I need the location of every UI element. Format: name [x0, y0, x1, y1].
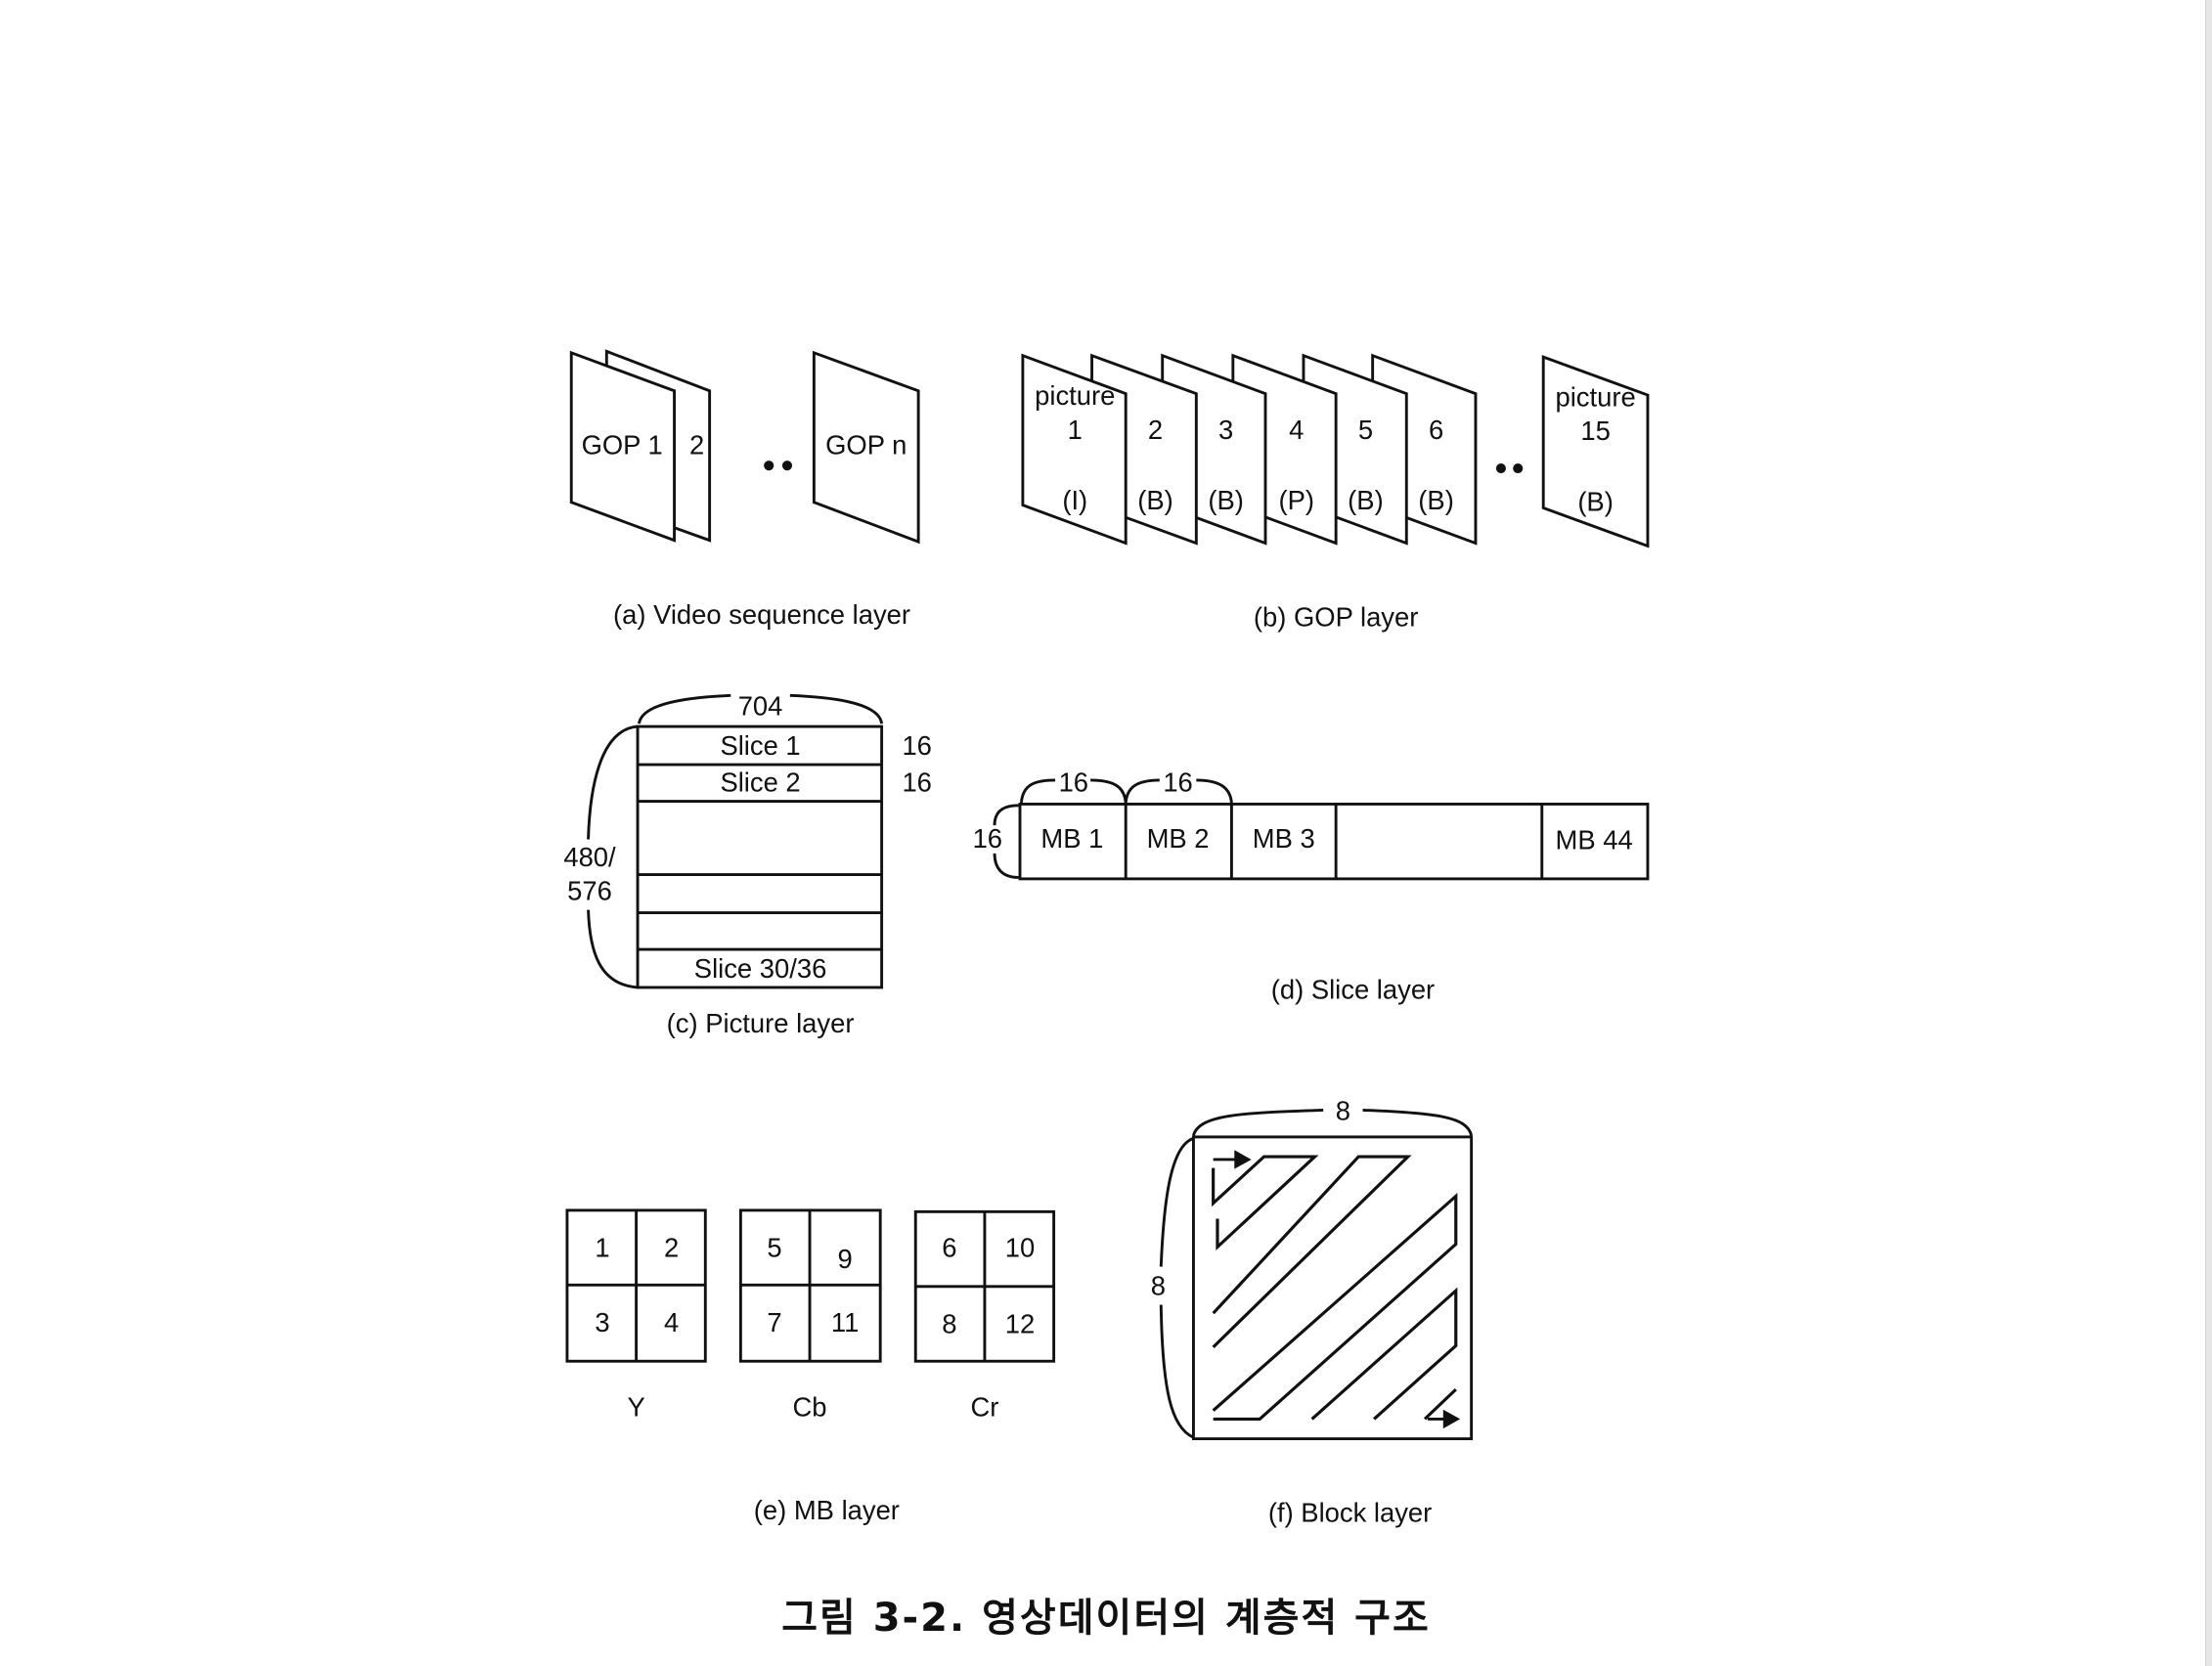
gop-2-label: 2 — [689, 430, 704, 460]
ellipsis-dot — [764, 460, 774, 471]
picture-3-num: 3 — [1218, 415, 1233, 445]
y-cell-1: 1 — [595, 1233, 609, 1263]
panel-gop-layer — [1021, 353, 1650, 548]
picture-width-label: 704 — [738, 691, 783, 722]
block-height-label: 8 — [1151, 1270, 1166, 1300]
block-height-brace — [1159, 1136, 1195, 1439]
page-edge — [2205, 0, 2212, 1666]
mb-2-label: MB 2 — [1147, 823, 1210, 854]
panel-picture-layer — [587, 693, 884, 989]
picture-15-top: picture — [1555, 382, 1635, 413]
ellipsis-dot — [781, 460, 793, 471]
picture-frame — [636, 724, 884, 989]
mb-height-brace — [993, 804, 1019, 879]
panel-a-caption: (a) Video sequence layer — [613, 599, 910, 630]
y-cell-2: 2 — [664, 1233, 679, 1263]
picture-sheet-1 — [1021, 353, 1128, 546]
picture-4-type: (P) — [1278, 485, 1314, 515]
slice-1-height: 16 — [902, 730, 931, 761]
cr-cell-10: 10 — [1005, 1233, 1035, 1263]
cr-cell-6: 6 — [942, 1233, 956, 1263]
arrowhead-icon — [1442, 1409, 1461, 1429]
mb-1-width-label: 16 — [1059, 767, 1088, 797]
cr-group-label: Cr — [970, 1392, 998, 1423]
slice-2-height: 16 — [902, 767, 931, 797]
ellipsis-dot — [1495, 463, 1506, 474]
picture-2-num: 2 — [1148, 415, 1163, 445]
slice-last-label: Slice 30/36 — [694, 953, 827, 984]
cr-cell-12: 12 — [1005, 1308, 1035, 1338]
mb-3-label: MB 3 — [1253, 823, 1315, 854]
y-cell-4: 4 — [664, 1307, 679, 1337]
picture-1-type: (I) — [1062, 485, 1087, 515]
cb-cell-5: 5 — [767, 1233, 781, 1263]
panel-e-caption: (e) MB layer — [754, 1495, 900, 1525]
picture-5-type: (B) — [1348, 485, 1384, 515]
gop-n-sheet — [812, 350, 920, 545]
mb-44-label: MB 44 — [1556, 825, 1633, 855]
panel-f-caption: (f) Block layer — [1268, 1498, 1432, 1528]
picture-height-label-1: 480/ — [563, 842, 616, 872]
width-brace — [638, 693, 884, 724]
picture-1-top: picture — [1035, 380, 1115, 411]
panel-d-caption: (d) Slice layer — [1271, 975, 1435, 1005]
gop-1-label: GOP 1 — [582, 430, 663, 460]
cb-cell-9: 9 — [838, 1244, 853, 1274]
picture-15-type: (B) — [1577, 486, 1614, 516]
panel-mb-layer — [565, 1208, 1056, 1363]
cb-group-label: Cb — [793, 1392, 827, 1423]
panel-block-layer — [1159, 1109, 1474, 1441]
slice-2-label: Slice 2 — [720, 767, 800, 797]
cr-cell-8: 8 — [942, 1308, 956, 1338]
picture-2-type: (B) — [1137, 485, 1173, 515]
gop-1-sheet — [569, 350, 677, 543]
slice-frame — [1018, 802, 1650, 881]
mb-width-brace — [1020, 778, 1233, 804]
picture-15-num: 15 — [1580, 416, 1610, 446]
slice-1-label: Slice 1 — [720, 730, 800, 761]
arrowhead-icon — [1234, 1150, 1252, 1169]
picture-1-num: 1 — [1068, 415, 1083, 445]
ellipsis-dot — [1513, 463, 1524, 474]
figure-caption: 그림 3-2. 영상데이터의 계층적 구조 — [781, 1596, 1431, 1641]
picture-sheet-15 — [1541, 355, 1650, 548]
picture-3-type: (B) — [1208, 485, 1244, 515]
cb-cell-7: 7 — [767, 1307, 781, 1337]
picture-6-num: 6 — [1429, 415, 1443, 445]
cb-cell-11: 11 — [831, 1307, 859, 1337]
picture-height-label-2: 576 — [567, 876, 612, 906]
panel-video-sequence-layer — [569, 349, 920, 545]
panel-c-caption: (c) Picture layer — [667, 1008, 855, 1038]
block-width-brace — [1192, 1109, 1474, 1136]
gop-n-label: GOP n — [825, 430, 907, 460]
block-width-label: 8 — [1336, 1096, 1350, 1126]
y-group-label: Y — [627, 1392, 644, 1423]
height-brace — [587, 724, 639, 989]
picture-4-num: 4 — [1289, 415, 1304, 445]
panel-slice-layer — [993, 778, 1650, 881]
picture-5-num: 5 — [1358, 415, 1373, 445]
mb-1-label: MB 1 — [1040, 823, 1103, 854]
y-cell-3: 3 — [595, 1307, 609, 1337]
mb-2-width-label: 16 — [1163, 767, 1192, 797]
zigzag-scan-path — [1212, 1155, 1458, 1421]
mb-height-label: 16 — [973, 823, 1002, 854]
picture-6-type: (B) — [1418, 485, 1454, 515]
panel-b-caption: (b) GOP layer — [1254, 602, 1418, 633]
